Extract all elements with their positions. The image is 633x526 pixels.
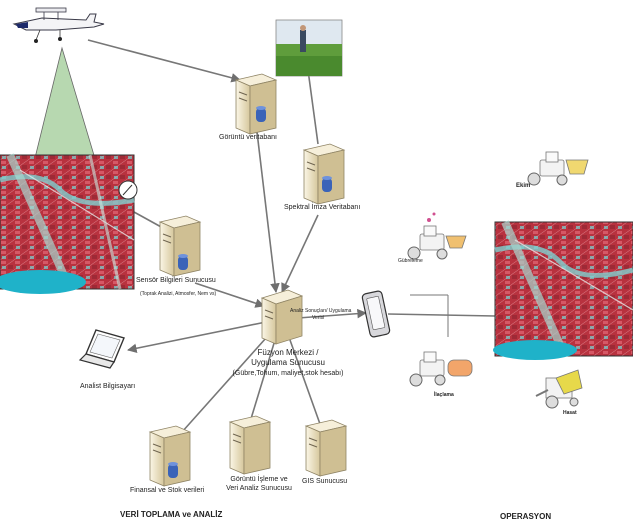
sensor-beam	[33, 46, 97, 163]
sensor-server-label: Sensör Bilgileri Sunucusu	[136, 277, 216, 284]
edge-fusion-tablet	[297, 308, 367, 319]
edge-spectral-fusion	[281, 214, 319, 293]
image-processing-label-2: Veri Analiz Sunucusu	[226, 485, 292, 492]
section-left-title: VERİ TOPLAMA ve ANALİZ	[120, 510, 223, 519]
edge-gis-fusion	[289, 339, 321, 425]
edge-imgproc-fusion	[249, 339, 276, 423]
op-gubreleme-label: Gübreleme	[398, 258, 423, 264]
fusion-center-label-2: Uygulama Sunucusu	[251, 358, 325, 367]
satellite-image-right	[493, 220, 633, 360]
image-processing-server	[228, 415, 272, 475]
edge-fusion-analyst	[127, 321, 267, 353]
edge-label-line2: Verisi	[312, 315, 325, 321]
harvester-hasat-icon	[535, 369, 583, 409]
tractor-ilaclama-icon	[409, 351, 473, 387]
op-ilaclama-label: İlaçlama	[434, 392, 454, 398]
fusion-center-label-1: Füzyon Merkezi /	[257, 348, 319, 357]
field-photo	[275, 19, 343, 77]
edge-sensor-fusion	[194, 282, 265, 308]
op-ekim-label: Ekim	[516, 183, 531, 189]
airplane-icon	[12, 7, 105, 43]
section-right-title: OPERASYON	[500, 512, 552, 521]
connection-lines	[87, 39, 496, 433]
finance-server-label: Finansal ve Stok verileri	[130, 487, 205, 494]
edge-airplane-imagedb	[87, 39, 241, 83]
edge-satimg-sensor	[133, 211, 164, 229]
spectral-db-label: Spektral İmza Veritabanı	[284, 204, 361, 211]
edge-label-line1: Analiz Sonuçları/ Uygulama	[290, 308, 352, 314]
tractor-gubreleme-icon	[407, 212, 467, 260]
op-hasat-label: Hasat	[563, 410, 577, 416]
image-processing-label-1: Görüntü İşleme ve	[230, 476, 288, 483]
edge-imagedb-fusion	[256, 131, 280, 293]
satellite-image-left	[0, 153, 138, 294]
analyst-laptop-icon	[78, 329, 125, 369]
edge-photo-spectral	[307, 69, 319, 145]
finance-server	[148, 425, 192, 487]
sensor-server-sublabel: (Toprak Analizi, Atmosfer, Nem vs)	[140, 291, 217, 297]
edge-tablet-operation	[387, 313, 496, 317]
tablet-icon	[361, 290, 391, 338]
fusion-center-label-3: (Gübre,Tohum, maliyet,stok hesabı)	[232, 370, 344, 377]
edge-finance-fusion	[181, 337, 267, 433]
analyst-pc-label: Analist Bilgisayarı	[80, 383, 136, 390]
gis-server	[304, 419, 348, 477]
spectral-db-server	[302, 143, 346, 205]
image-db-server	[234, 73, 278, 135]
tractor-ekim-icon	[527, 151, 589, 186]
image-db-label: Görüntü veritabanı	[219, 134, 277, 141]
fusion-center-server	[260, 289, 304, 345]
sensor-server	[158, 215, 202, 277]
gis-server-label: GIS Sunucusu	[302, 478, 348, 485]
